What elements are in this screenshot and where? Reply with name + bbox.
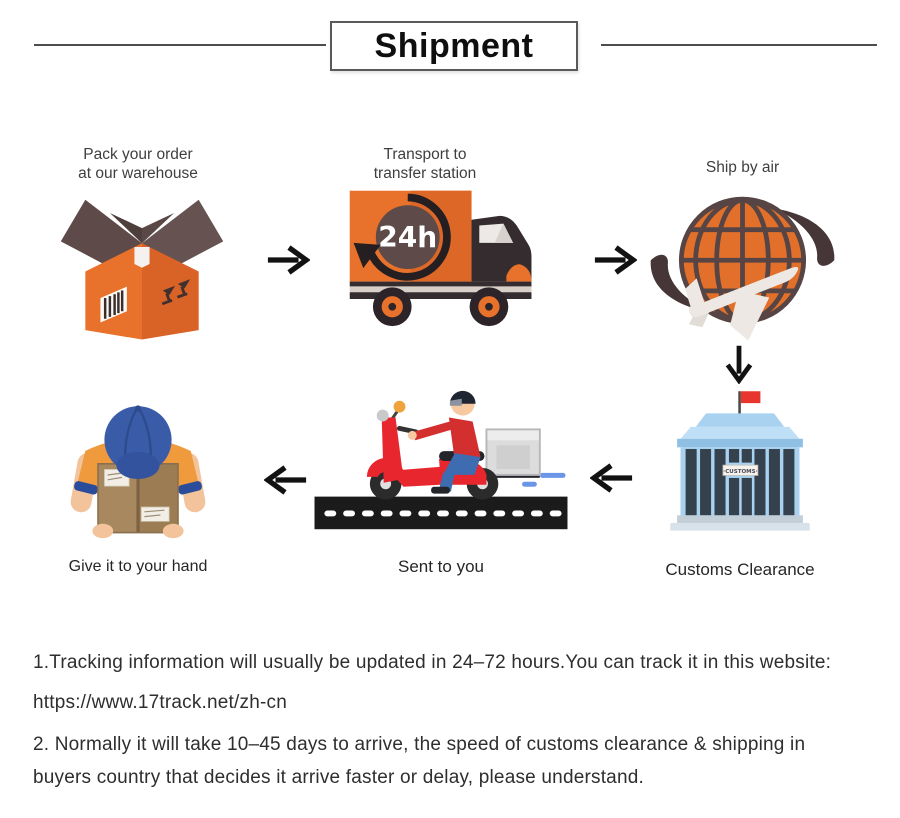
- divider-line-right: [601, 44, 877, 46]
- note-tracking-line1: 1.Tracking information will usually be u…: [33, 652, 832, 673]
- note-tracking-url: https://www.17track.net/zh-cn: [33, 692, 287, 713]
- title-box: Shipment: [330, 21, 578, 71]
- svg-text:·CUSTOMS·: ·CUSTOMS·: [723, 469, 758, 475]
- arrow-down-icon: [719, 340, 759, 388]
- note-delivery-line1: 2. Normally it will take 10–45 days to a…: [33, 734, 806, 755]
- label-hand: Give it to your hand: [68, 558, 208, 575]
- note-delivery-line2: buyers country that decides it arrive fa…: [33, 767, 644, 788]
- page-title: Shipment: [374, 26, 534, 65]
- label-transport: Transport to transfer station: [373, 146, 477, 182]
- globe-plane-icon: [645, 180, 840, 352]
- label-customs: Customs Clearance: [665, 560, 815, 579]
- truck-24h-icon: 24h: [342, 183, 545, 328]
- arrow-right-icon-1: [266, 242, 310, 278]
- customs-building-icon: ·CUSTOMS·: [655, 386, 825, 535]
- courier-handover-icon: [58, 388, 218, 546]
- arrow-right-icon-2: [593, 242, 637, 278]
- delivery-scooter-icon: [312, 380, 570, 548]
- arrow-left-icon-1: [590, 460, 634, 496]
- label-sent: Sent to you: [397, 557, 484, 576]
- divider-line-left: [34, 44, 326, 46]
- label-pack: Pack your order at our warehouse: [78, 146, 198, 182]
- svg-text:24h: 24h: [378, 221, 437, 254]
- label-ship-by-air: Ship by air: [705, 159, 780, 176]
- arrow-left-icon-2: [264, 462, 308, 498]
- open-box-icon: [57, 186, 227, 342]
